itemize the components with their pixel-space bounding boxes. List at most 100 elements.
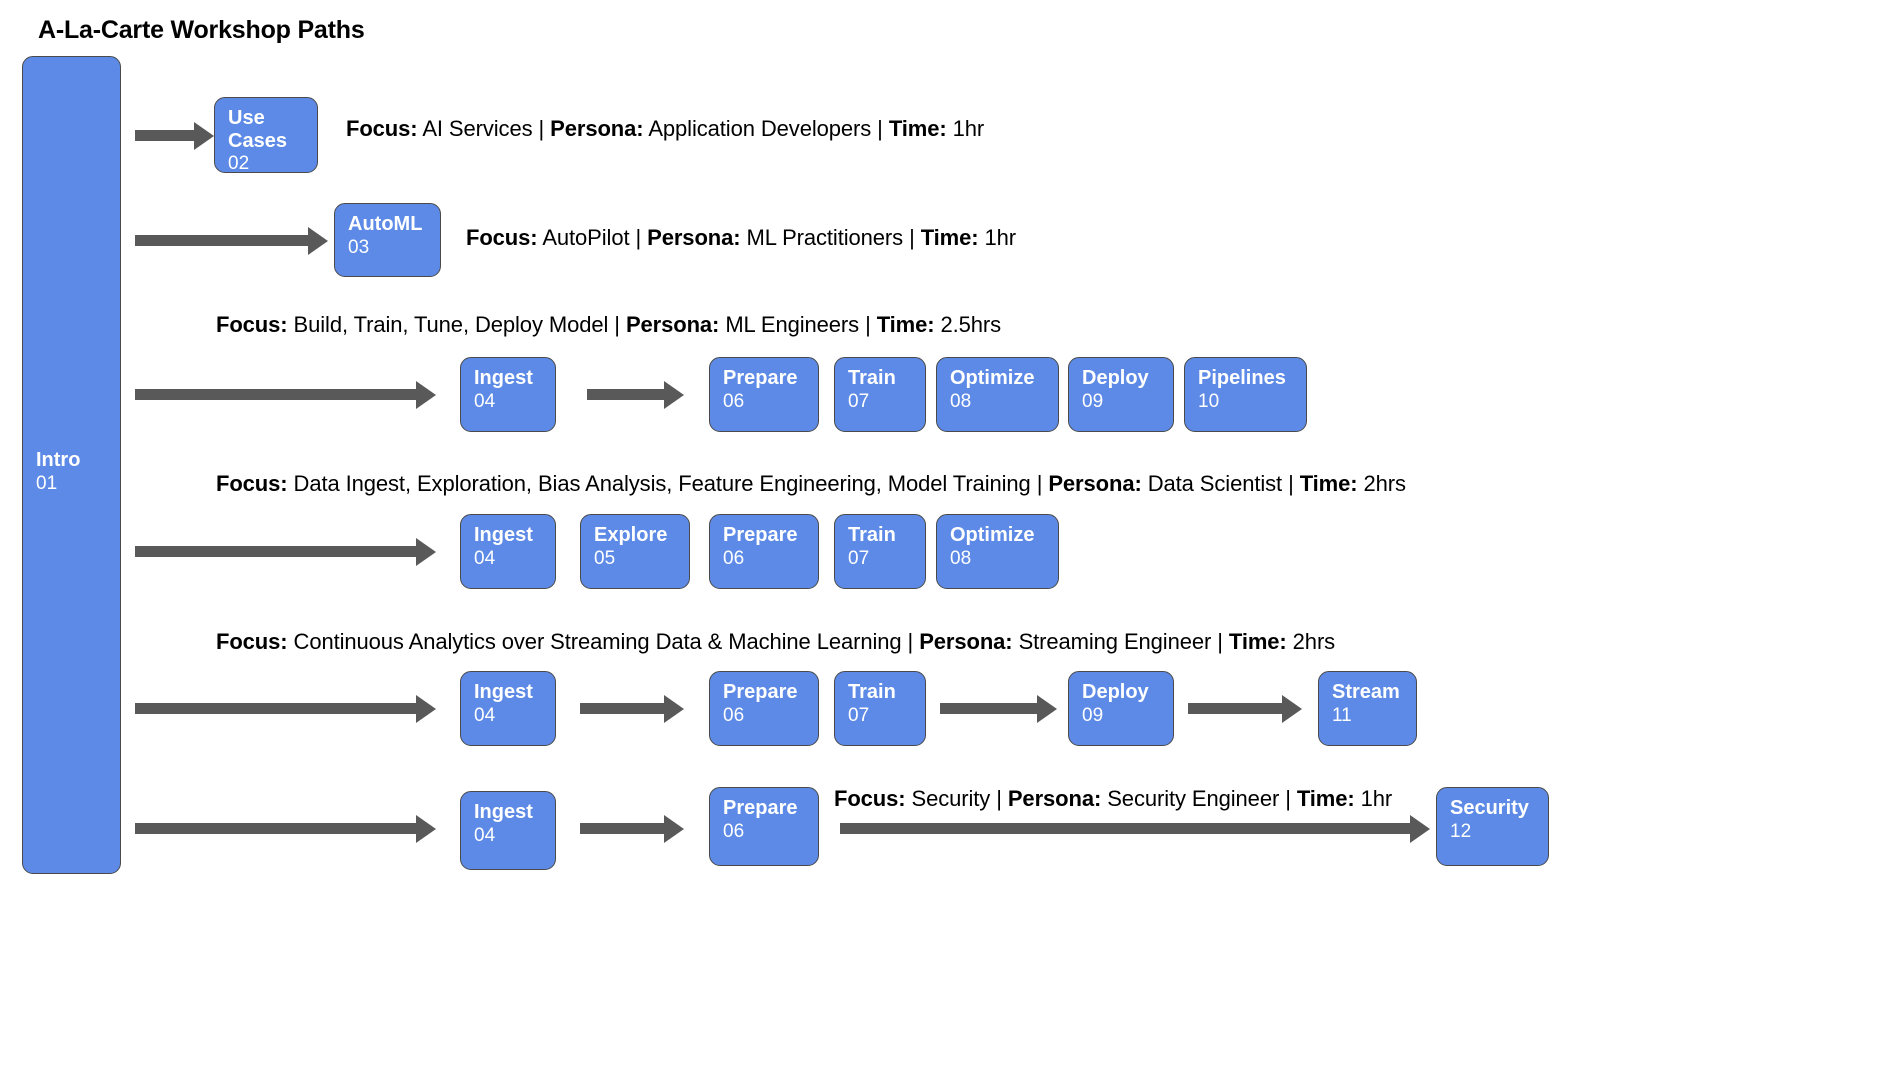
node-deploy-label: Deploy (1082, 681, 1149, 703)
node-security-number: 12 (1450, 820, 1472, 842)
node-intro-number: 01 (36, 472, 58, 494)
node-explore-label: Explore (594, 524, 668, 546)
separator: | (1288, 471, 1294, 496)
node-prepare-label: Prepare (723, 367, 798, 389)
node-automl[interactable]: AutoML 03 (334, 203, 441, 277)
node-stream-label: Stream (1332, 681, 1400, 703)
path-description-ai-services: Focus: AI Services | Persona: Applicatio… (346, 116, 984, 142)
node-stream-r5[interactable]: Stream 11 (1318, 671, 1417, 746)
node-optimize-label: Optimize (950, 524, 1035, 546)
time-value: 1hr (1360, 786, 1393, 811)
time-label: Time: (888, 116, 947, 141)
time-value: 2.5hrs (940, 312, 1002, 337)
node-prepare-r5[interactable]: Prepare 06 (709, 671, 819, 746)
node-ingest-label: Ingest (474, 524, 533, 546)
path-description-streaming: Focus: Continuous Analytics over Streami… (216, 629, 1335, 655)
focus-value: AI Services (422, 116, 533, 141)
node-ingest-r3[interactable]: Ingest 04 (460, 357, 556, 432)
separator: | (635, 225, 642, 250)
node-pipelines-label: Pipelines (1198, 367, 1286, 389)
node-train-r5[interactable]: Train 07 (834, 671, 926, 746)
node-prepare-number: 06 (723, 704, 745, 726)
path-description-data-scientist: Focus: Data Ingest, Exploration, Bias An… (216, 471, 1406, 497)
node-ingest-r6[interactable]: Ingest 04 (460, 791, 556, 870)
focus-value: Data Ingest, Exploration, Bias Analysis,… (293, 471, 1037, 496)
node-ingest-r5[interactable]: Ingest 04 (460, 671, 556, 746)
node-security-r6[interactable]: Security 12 (1436, 787, 1549, 866)
node-optimize-number: 08 (950, 547, 972, 569)
persona-value: Application Developers (648, 116, 872, 141)
separator: | (907, 629, 914, 654)
persona-label: Persona: (919, 629, 1013, 654)
separator: | (877, 116, 883, 141)
node-automl-number: 03 (348, 236, 370, 258)
node-optimize-r3[interactable]: Optimize 08 (936, 357, 1059, 432)
time-label: Time: (876, 312, 935, 337)
node-train-label: Train (848, 681, 896, 703)
time-value: 1hr (952, 116, 985, 141)
node-explore-r4[interactable]: Explore 05 (580, 514, 690, 589)
node-ingest-label: Ingest (474, 681, 533, 703)
persona-value: ML Practitioners (746, 225, 904, 250)
node-use-cases[interactable]: Use Cases 02 (214, 97, 318, 173)
persona-value: Security Engineer (1107, 786, 1280, 811)
node-deploy-r3[interactable]: Deploy 09 (1068, 357, 1174, 432)
arrow-ingest-to-prepare-r3 (587, 389, 665, 400)
arrow-intro-to-ingest-r4 (135, 546, 417, 557)
arrow-intro-to-ingest-r5 (135, 703, 417, 714)
arrow-intro-to-use-cases (135, 130, 195, 141)
focus-label: Focus: (834, 786, 906, 811)
persona-label: Persona: (1048, 471, 1142, 496)
node-intro-label: Intro (36, 449, 81, 471)
node-intro[interactable]: Intro 01 (22, 56, 121, 874)
separator: | (1036, 471, 1043, 496)
node-ingest-number: 04 (474, 824, 496, 846)
node-prepare-number: 06 (723, 547, 745, 569)
arrow-ingest-to-prepare-r5 (580, 703, 665, 714)
node-ingest-number: 04 (474, 547, 496, 569)
separator: | (996, 786, 1002, 811)
node-train-r4[interactable]: Train 07 (834, 514, 926, 589)
node-use-cases-label: Use Cases (228, 107, 287, 152)
focus-label: Focus: (216, 629, 288, 654)
node-prepare-r3[interactable]: Prepare 06 (709, 357, 819, 432)
node-use-cases-number: 02 (228, 153, 250, 173)
node-train-label: Train (848, 367, 896, 389)
focus-value: Continuous Analytics over Streaming Data… (293, 629, 902, 654)
arrow-intro-to-automl (135, 235, 309, 246)
node-train-r3[interactable]: Train 07 (834, 357, 926, 432)
node-train-label: Train (848, 524, 896, 546)
node-deploy-label: Deploy (1082, 367, 1149, 389)
focus-label: Focus: (216, 471, 288, 496)
node-prepare-r4[interactable]: Prepare 06 (709, 514, 819, 589)
page-title: A-La-Carte Workshop Paths (38, 16, 365, 44)
persona-value: Data Scientist (1147, 471, 1283, 496)
node-prepare-label: Prepare (723, 797, 798, 819)
separator: | (865, 312, 871, 337)
persona-value: ML Engineers (725, 312, 860, 337)
node-pipelines-r3[interactable]: Pipelines 10 (1184, 357, 1307, 432)
node-ingest-r4[interactable]: Ingest 04 (460, 514, 556, 589)
node-ingest-label: Ingest (474, 367, 533, 389)
arrow-train-to-deploy-r5 (940, 703, 1038, 714)
node-train-number: 07 (848, 547, 870, 569)
time-value: 1hr (984, 225, 1017, 250)
node-security-label: Security (1450, 797, 1529, 819)
arrow-ingest-to-prepare-r6 (580, 823, 665, 834)
separator: | (1217, 629, 1223, 654)
arrow-intro-to-ingest-r6 (135, 823, 417, 834)
persona-label: Persona: (1007, 786, 1102, 811)
node-deploy-r5[interactable]: Deploy 09 (1068, 671, 1174, 746)
time-label: Time: (1296, 786, 1355, 811)
node-optimize-label: Optimize (950, 367, 1035, 389)
separator: | (614, 312, 620, 337)
node-train-number: 07 (848, 704, 870, 726)
time-label: Time: (920, 225, 979, 250)
node-prepare-r6[interactable]: Prepare 06 (709, 787, 819, 866)
node-optimize-r4[interactable]: Optimize 08 (936, 514, 1059, 589)
time-value: 2hrs (1292, 629, 1336, 654)
separator: | (538, 116, 545, 141)
node-prepare-number: 06 (723, 820, 745, 842)
node-automl-label: AutoML (348, 213, 423, 235)
